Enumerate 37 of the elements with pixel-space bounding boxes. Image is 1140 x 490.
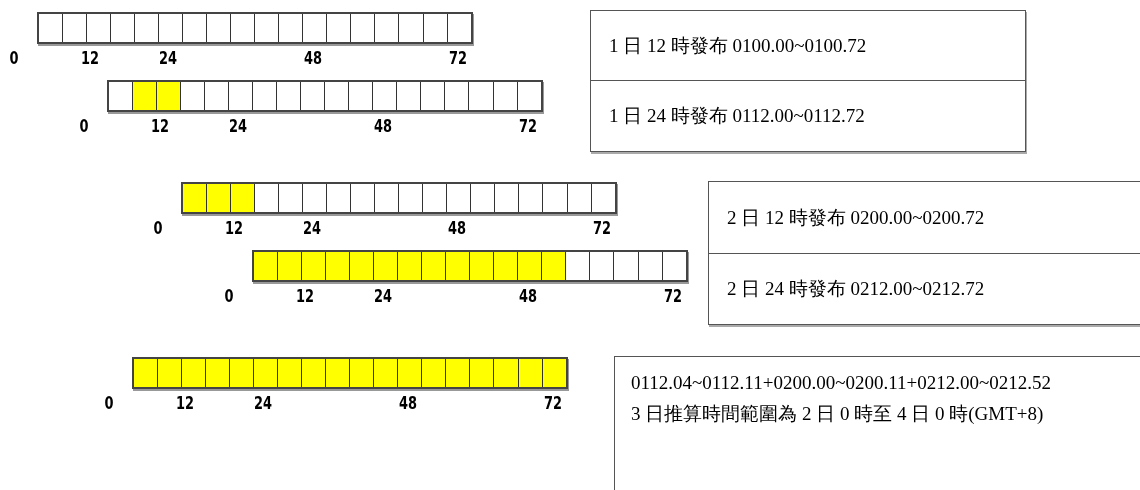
issue-time-row: 1 日 24 時發布 0112.00~0112.72 — [590, 80, 1026, 152]
tick-label: 24 — [374, 286, 392, 306]
tick-label: 48 — [399, 393, 417, 413]
issue-time-row: 2 日 12 時發布 0200.00~0200.72 — [708, 181, 1140, 255]
tick-label: 24 — [229, 116, 247, 136]
tick-label: 0 — [9, 48, 19, 68]
timeline-bar — [37, 12, 473, 44]
tick-label: 24 — [159, 48, 177, 68]
tick-label: 72 — [664, 286, 682, 306]
tick-label: 12 — [225, 218, 243, 238]
tick-label: 72 — [544, 393, 562, 413]
tick-label: 12 — [81, 48, 99, 68]
note-box — [614, 356, 1140, 490]
tick-label: 48 — [448, 218, 466, 238]
timeline-bar — [132, 357, 568, 389]
issue-time-row: 1 日 12 時發布 0100.00~0100.72 — [590, 10, 1026, 82]
tick-label: 12 — [151, 116, 169, 136]
tick-label: 48 — [519, 286, 537, 306]
tick-label: 48 — [304, 48, 322, 68]
note-text: 0112.04~0112.11+0200.00~0200.11+0212.00~0212.52 — [631, 371, 1052, 395]
tick-label: 0 — [224, 286, 234, 306]
tick-label: 0 — [79, 116, 89, 136]
tick-label: 24 — [303, 218, 321, 238]
tick-label: 72 — [449, 48, 467, 68]
tick-label: 72 — [519, 116, 537, 136]
tick-label: 0 — [153, 218, 163, 238]
timeline-bar — [107, 80, 543, 112]
tick-label: 48 — [374, 116, 392, 136]
timeline-bar — [252, 250, 688, 282]
note-text: 3 日推算時間範圍為 2 日 0 時至 4 日 0 時(GMT+8) — [631, 402, 1045, 426]
timeline-bar — [181, 182, 617, 214]
issue-time-row: 2 日 24 時發布 0212.00~0212.72 — [708, 253, 1140, 325]
tick-label: 0 — [104, 393, 114, 413]
tick-label: 24 — [254, 393, 272, 413]
tick-label: 12 — [296, 286, 314, 306]
tick-label: 72 — [593, 218, 611, 238]
tick-label: 12 — [176, 393, 194, 413]
